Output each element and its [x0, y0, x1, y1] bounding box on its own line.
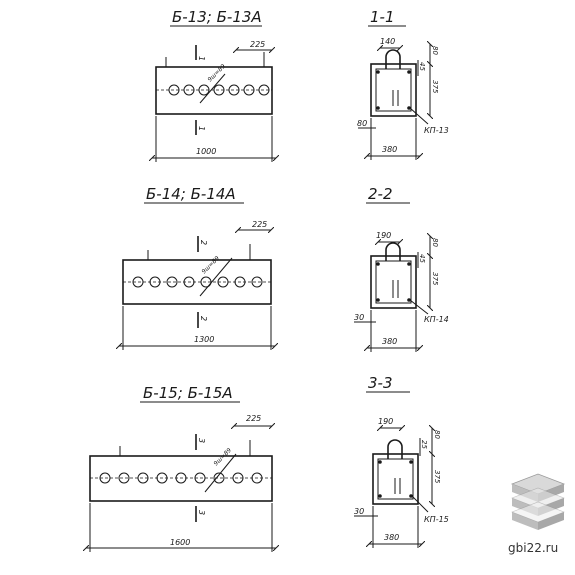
site-url: gbi22.ru [508, 541, 558, 555]
hole-label: 9ш=89 [212, 447, 233, 468]
section-mark-top: 2 [199, 240, 208, 245]
section-3-3: 3-3 190 80 375 25 КП-15 30 380 [354, 374, 449, 548]
height-dim: 375 [431, 80, 439, 94]
hole-row [168, 84, 270, 96]
hole-label: 9ш=89 [200, 255, 221, 276]
section-1-1: 1-1 140 80 375 45 КП-13 80 380 [357, 8, 449, 160]
length-dim: 1600 [170, 538, 190, 547]
top-dim: 190 [376, 231, 391, 240]
section-title: 1-1 [370, 8, 395, 26]
right-top-dim: 80 [433, 430, 441, 439]
frame-label: КП-14 [424, 315, 449, 324]
site-watermark[interactable]: gbi22.ru [508, 473, 566, 555]
beam-title: Б-14; Б-14А [146, 185, 236, 203]
width-dim: 380 [382, 145, 397, 154]
top-dim: 140 [380, 37, 395, 46]
height-dim: 375 [433, 470, 441, 484]
left-dim: 80 [357, 119, 367, 128]
hole-row [132, 276, 263, 288]
width-dim: 380 [384, 533, 399, 542]
beam-outline [155, 66, 273, 115]
inner-dim: 45 [418, 62, 426, 71]
section-mark-top: 3 [197, 438, 206, 443]
right-top-dim: 80 [431, 238, 439, 247]
width-dim: 380 [382, 337, 397, 346]
right-dim: 225 [246, 414, 261, 423]
section-outline [370, 63, 417, 117]
beam-title: Б-13; Б-13А [172, 8, 262, 26]
inner-dim: 25 [420, 440, 428, 449]
section-title: 2-2 [368, 185, 393, 203]
length-dim: 1300 [194, 335, 214, 344]
right-dim: 225 [252, 220, 267, 229]
right-top-dim: 80 [431, 46, 439, 55]
lifting-loop [385, 242, 401, 261]
section-mark-bottom: 1 [197, 126, 206, 131]
frame-label: КП-15 [424, 515, 449, 524]
height-dim: 375 [431, 272, 439, 286]
lifting-loop [387, 439, 403, 459]
section-mark-top: 1 [197, 56, 206, 61]
section-mark-bottom: 3 [197, 510, 206, 515]
section-title: 3-3 [368, 374, 393, 392]
top-dim: 190 [378, 417, 393, 426]
right-dim: 225 [250, 40, 265, 49]
beam-elevation-b14: Б-14; Б-14А 9ш=89 2 2 225 1300 [119, 185, 275, 350]
left-dim: 30 [354, 507, 364, 516]
hole-row [99, 472, 263, 484]
section-mark-bottom: 2 [199, 316, 208, 321]
beam-outline [89, 455, 273, 502]
left-dim: 30 [354, 313, 364, 322]
lifting-loop [385, 49, 401, 69]
hole-label: 9ш=89 [206, 63, 227, 84]
length-dim: 1000 [196, 147, 216, 156]
frame-label: КП-13 [424, 126, 449, 135]
inner-dim: 45 [418, 254, 426, 263]
beam-title: Б-15; Б-15А [143, 384, 233, 402]
stacked-slabs-icon [510, 473, 566, 530]
beam-elevation-b13: Б-13; Б-13А 9ш=89 1 1 225 1000 [152, 8, 276, 162]
section-2-2: 2-2 190 80 375 45 КП-14 30 380 [354, 185, 449, 352]
section-outline [372, 453, 419, 505]
section-outline [370, 255, 417, 309]
beam-elevation-b15: Б-15; Б-15А 9ш=89 3 3 225 1600 [86, 384, 276, 552]
